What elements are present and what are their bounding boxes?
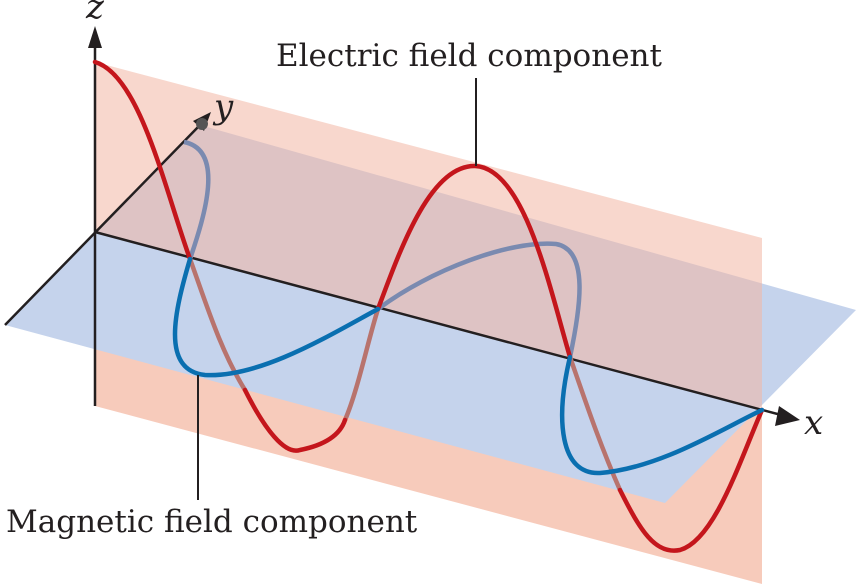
- x-axis-line: [94, 230, 786, 418]
- z-axis-arrowhead: [88, 26, 102, 48]
- magnetic-wave-back-1: [183, 139, 211, 260]
- magnetic-field-label: Magnetic field component: [6, 504, 418, 540]
- y-axis-label: y: [212, 87, 234, 127]
- z-axis-label: z: [85, 0, 105, 27]
- electric-wave: [92, 59, 765, 553]
- electric-wave-under-3: [567, 356, 623, 491]
- magnetic-wave-front: [172, 256, 765, 476]
- x-axis-label: x: [804, 403, 823, 443]
- electric-wave-under-1: [187, 258, 247, 392]
- vertical-plane-upper: [95, 62, 762, 410]
- y-axis-end-dot: [196, 118, 208, 130]
- y-axis-line: [4, 124, 201, 326]
- x-axis-arrowhead: [775, 406, 800, 426]
- magnetic-wave-back-2: [376, 241, 582, 358]
- electric-wave-under-2: [342, 308, 381, 421]
- electric-field-label: Electric field component: [276, 38, 662, 74]
